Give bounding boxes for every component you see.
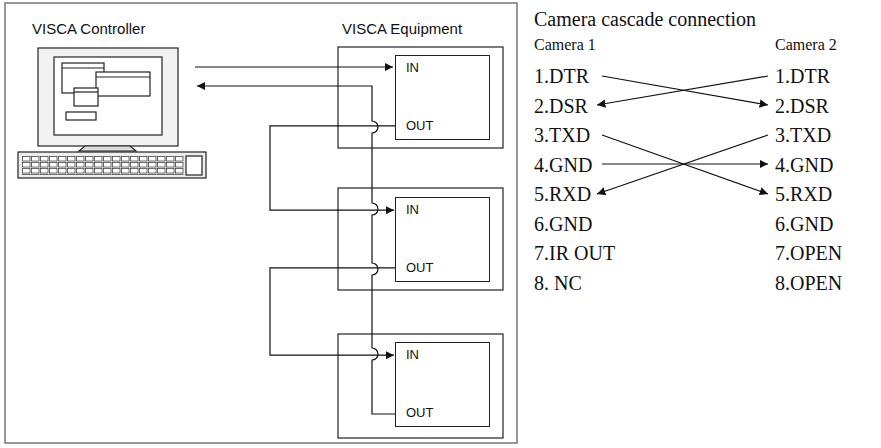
- pin-name: 4.GND: [775, 155, 833, 175]
- panel-frame: [5, 3, 517, 443]
- port-label: IN: [406, 61, 419, 75]
- equipment-port-box: IN OUT: [395, 197, 490, 282]
- pin-name: 3.TXD: [775, 125, 831, 145]
- command-line: [195, 66, 393, 67]
- pin-name: 5.RXD: [534, 184, 591, 204]
- pin-name: 7.OPEN: [775, 243, 842, 263]
- pin-name: 3.TXD: [534, 125, 590, 145]
- port-label: IN: [406, 348, 419, 362]
- pin-name: 1.DTR: [534, 66, 589, 86]
- table-heading: Camera cascade connection: [534, 9, 756, 29]
- daisy-chain-cable: [270, 268, 395, 355]
- pin-name: 6.GND: [775, 214, 833, 234]
- equipment-port-box: IN OUT: [395, 342, 490, 427]
- pin-name: 1.DTR: [775, 66, 830, 86]
- port-label: OUT: [406, 119, 433, 133]
- pin-name: 2.DSR: [534, 96, 588, 116]
- pin-name: 8.OPEN: [775, 273, 842, 293]
- table-heading: Camera 1: [534, 37, 596, 53]
- pin-name: 4.GND: [534, 155, 592, 175]
- pin-name: 7.IR OUT: [534, 243, 615, 263]
- device-label: VISCA Controller: [32, 21, 145, 36]
- pin-name: 8. NC: [534, 273, 582, 293]
- pin-name: 6.GND: [534, 214, 592, 234]
- equipment-housing: [338, 47, 503, 438]
- pin-name: 5.RXD: [775, 184, 832, 204]
- device-label: VISCA Equipment: [342, 21, 462, 36]
- port-label: OUT: [406, 261, 433, 275]
- pin-name: 2.DSR: [775, 96, 829, 116]
- port-label: OUT: [406, 406, 433, 420]
- computer-icon: [18, 48, 206, 178]
- port-label: IN: [406, 203, 419, 217]
- return-line: [197, 86, 395, 414]
- pin-wire: [597, 76, 768, 194]
- daisy-chain-cable: [270, 126, 395, 210]
- equipment-port-box: IN OUT: [395, 55, 490, 140]
- table-heading: Camera 2: [775, 37, 837, 53]
